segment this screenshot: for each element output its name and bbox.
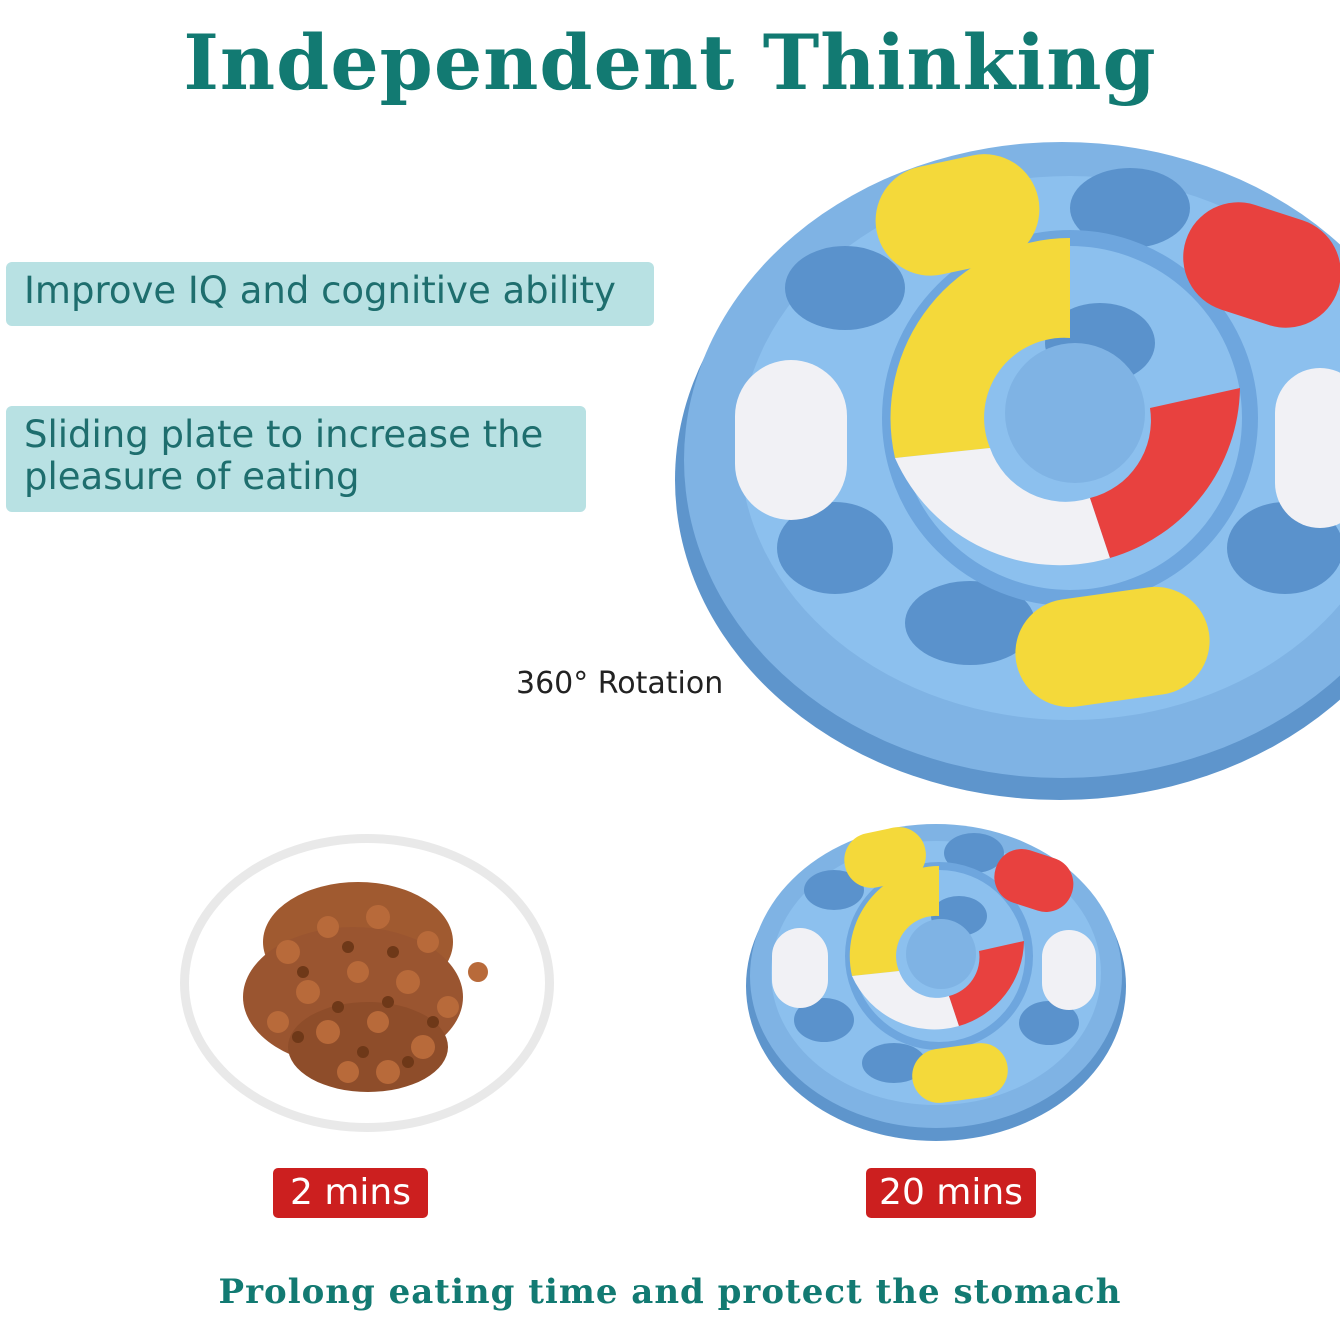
puzzle-feeder-large-icon [675, 142, 1340, 800]
time-badge-plate-label: 2 mins [290, 1172, 411, 1213]
feature-iq: Improve IQ and cognitive ability [6, 262, 654, 326]
time-badge-feeder-label: 20 mins [879, 1172, 1023, 1213]
feature-sliding-plate: Sliding plate to increase the pleasure o… [6, 406, 586, 512]
page-title: Independent Thinking [183, 18, 1157, 107]
footer-tagline: Prolong eating time and protect the stom… [218, 1272, 1122, 1312]
puzzle-feeder-small-icon [746, 824, 1126, 1141]
time-badge-plate: 2 mins [273, 1168, 428, 1218]
time-badge-feeder: 20 mins [866, 1168, 1036, 1218]
rotation-label: 360° Rotation [516, 666, 724, 701]
feature-sliding-plate-text: Sliding plate to increase the pleasure o… [24, 413, 544, 498]
food-plate-icon [180, 834, 554, 1132]
feature-iq-text: Improve IQ and cognitive ability [24, 269, 616, 312]
